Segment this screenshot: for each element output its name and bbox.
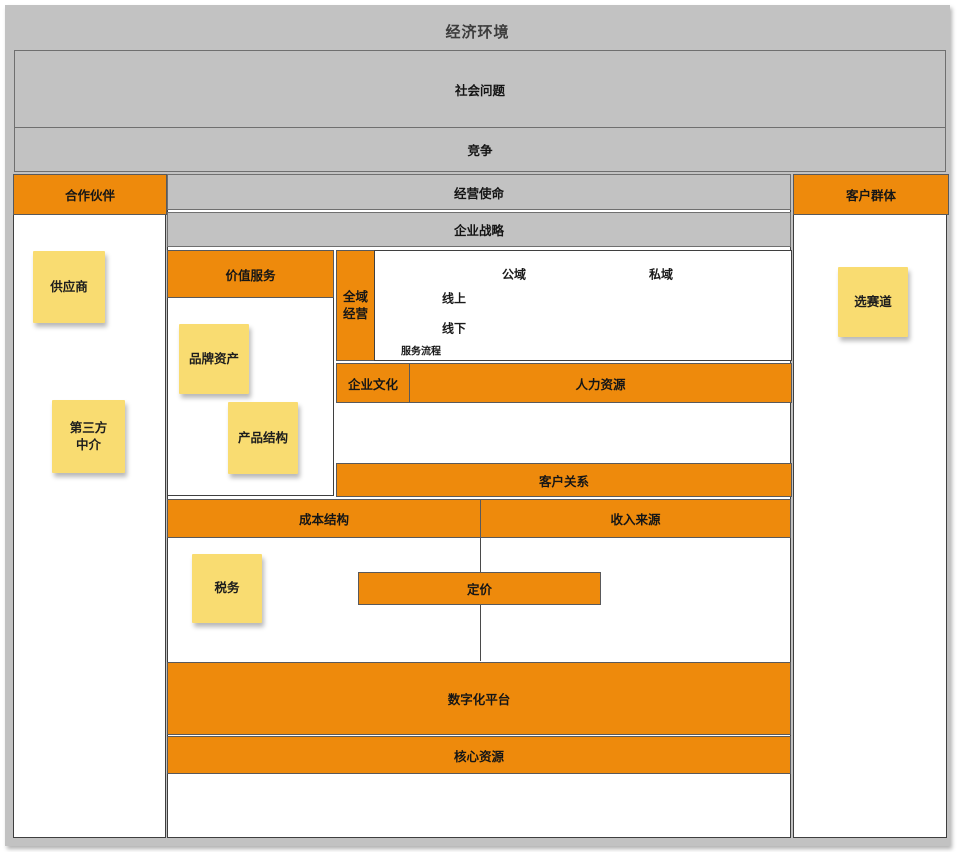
customer-relations-band: 客户关系 xyxy=(336,463,792,497)
sticky-brand-assets: 品牌资产 xyxy=(179,324,249,394)
digital-platform-band: 数字化平台 xyxy=(167,662,791,735)
core-resources-band: 核心资源 xyxy=(167,736,791,774)
corporate-culture-label: 企业文化 xyxy=(347,377,398,392)
mission-label: 经营使命 xyxy=(453,186,504,201)
omni-operation-label: 全域 经营 xyxy=(342,289,368,321)
strategy-band: 企业战略 xyxy=(167,212,791,247)
sticky-product-structure: 产品结构 xyxy=(228,402,298,474)
human-resources-cell: 人力资源 xyxy=(410,364,791,402)
service-flow-label: 服务流程 xyxy=(401,346,441,358)
public-domain-label: 公域 xyxy=(501,267,527,282)
customers-header-label: 客户群体 xyxy=(845,189,896,203)
sticky-tax: 税务 xyxy=(192,554,262,623)
value-service-header: 价值服务 xyxy=(167,250,334,298)
competition-band: 竞争 xyxy=(14,127,946,172)
omni-operation-box: 全域 经营 xyxy=(336,250,375,361)
pricing-box: 定价 xyxy=(358,572,601,605)
online-label: 线上 xyxy=(441,291,467,306)
partners-header-label: 合作伙伴 xyxy=(64,189,115,203)
corporate-culture-cell: 企业文化 xyxy=(337,364,410,402)
competition-label: 竞争 xyxy=(467,144,493,158)
center-canvas: 经营使命 企业战略 价值服务 品牌资产 产品结构 全域 经营 公域 私域 线上 … xyxy=(167,174,792,838)
sticky-track: 选赛道 xyxy=(838,267,908,337)
social-issues-band: 社会问题 xyxy=(14,50,946,128)
pricing-label: 定价 xyxy=(466,583,492,597)
revenue-source-cell: 收入来源 xyxy=(481,500,790,537)
cost-structure-cell: 成本结构 xyxy=(168,500,481,537)
customers-header: 客户群体 xyxy=(793,174,949,215)
social-issues-label: 社会问题 xyxy=(454,83,505,98)
sticky-supplier: 供应商 xyxy=(33,251,105,323)
sticky-third-party: 第三方 中介 xyxy=(52,400,125,473)
core-resources-label: 核心资源 xyxy=(453,749,504,764)
culture-hr-band: 企业文化 人力资源 xyxy=(336,363,792,403)
digital-platform-label: 数字化平台 xyxy=(447,693,511,707)
value-service-label: 价值服务 xyxy=(225,268,276,283)
customer-relations-label: 客户关系 xyxy=(538,474,589,489)
offline-label: 线下 xyxy=(441,321,467,336)
strategy-label: 企业战略 xyxy=(453,224,504,238)
partners-header: 合作伙伴 xyxy=(13,174,167,215)
economic-environment-title: 经济环境 xyxy=(445,24,510,41)
mission-band: 经营使命 xyxy=(167,174,791,210)
cost-revenue-band: 成本结构 收入来源 xyxy=(167,499,791,538)
revenue-source-label: 收入来源 xyxy=(610,513,661,527)
human-resources-label: 人力资源 xyxy=(575,377,626,392)
cost-structure-label: 成本结构 xyxy=(298,513,349,527)
private-domain-label: 私域 xyxy=(648,267,674,282)
omni-operation-area: 公域 私域 线上 线下 服务流程 xyxy=(374,250,792,361)
